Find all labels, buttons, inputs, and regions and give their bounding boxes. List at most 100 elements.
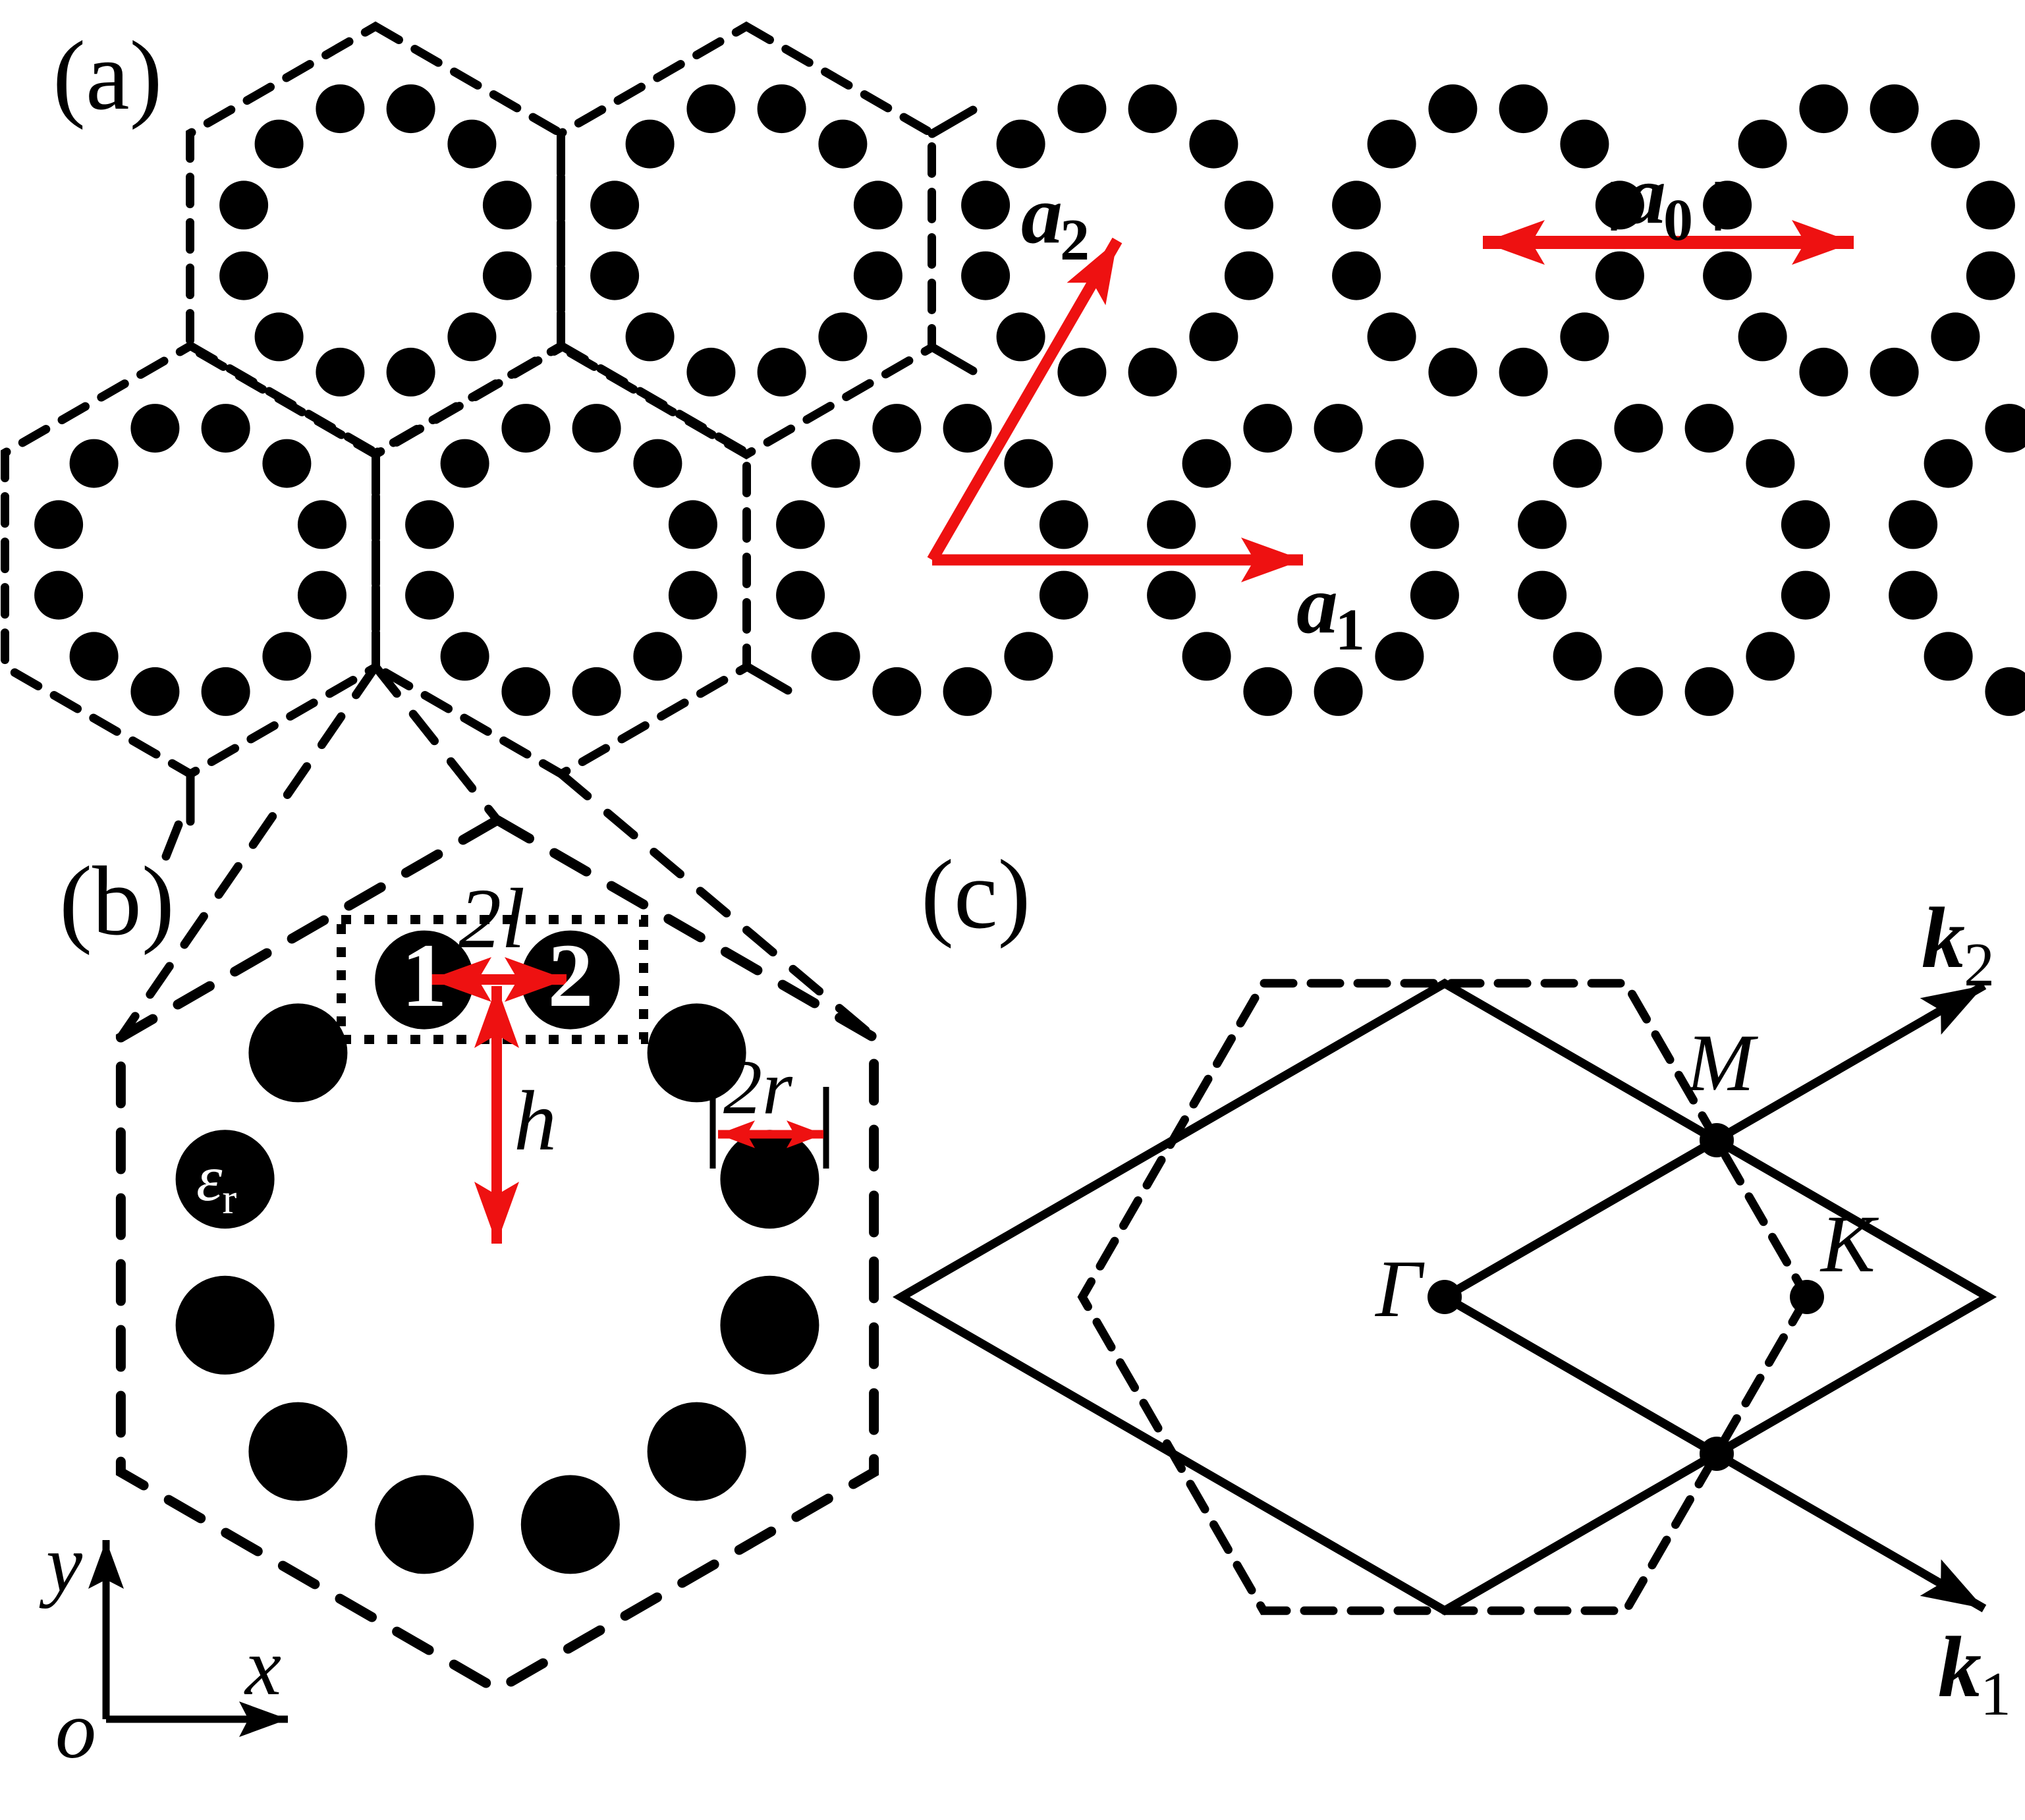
rod-dot [1057,84,1107,134]
rod-dot [1614,667,1663,716]
honeycomb-edge-stub [928,343,978,375]
rod-dot [943,667,992,716]
dielectric-rod [720,1275,819,1375]
rod-dot [130,404,180,453]
rod-dot [1738,119,1787,169]
high-symmetry-point-dot [1700,1437,1734,1471]
rod-dot [1499,84,1548,134]
unit-cell-annotations [161,820,829,1169]
rod-dot [1499,347,1548,397]
rod-dot [1128,347,1177,397]
rod-dot [1560,119,1609,169]
rod-dot [872,667,922,716]
rod-dot [1684,404,1734,453]
rod-dot [201,667,250,716]
rod-dot [1428,84,1478,134]
rod-dot [961,251,1011,300]
dim-2l-label: 2l [458,871,525,966]
rod-dot [447,119,497,169]
rod-dot [818,119,868,169]
panel-c-label: (c) [921,840,1030,949]
rod-dot [572,404,621,453]
rod-dot [811,439,860,488]
rod-dot [1553,439,1602,488]
honeycomb-edge-stub [928,105,978,138]
original-brillouin-zone-hexagon [1077,979,1812,1615]
m-point-label: M [1685,1018,1758,1108]
unit-cell-hexagon-outline [186,21,565,460]
unit-cell-hexagon-outline [372,341,751,779]
lattice-vector-arrows [927,220,1854,582]
rod-dot [34,500,84,549]
rod-dot [201,404,250,453]
dielectric-rod [375,930,474,1030]
rod-dot [1182,439,1231,488]
rod-dot [590,180,640,230]
rod-dot [1870,84,1919,134]
dielectric-rod [248,1003,348,1103]
rod-dot [130,667,180,716]
rod-dot [1703,180,1752,230]
rod-dot [776,570,825,620]
gamma-point-label: Γ [1374,1244,1425,1334]
prime-mark [161,820,183,861]
magnification-connector-lines [116,662,879,1042]
zoom-connector-line [116,662,380,1042]
k2-vector-label: k2 [1922,889,1995,999]
unit-cell-hexagon-outline [557,21,936,460]
dielectric-rod [175,1275,275,1375]
panel-a-label: (a) [53,21,162,130]
rod-dot [69,632,119,681]
rod-dot [1128,84,1177,134]
high-symmetry-point-dot [1700,1123,1734,1157]
primitive-reciprocal-rhombus [1435,1135,1997,1459]
a2-dimension-arrow [927,237,1123,563]
rod-dot [1243,404,1292,453]
rod-dot [1985,404,2025,453]
rod-dot [872,404,922,453]
rod-dot [1518,500,1567,549]
rod-dot [1039,500,1088,549]
panel-b-label: (b) [59,846,175,956]
rod-dot [1367,312,1416,362]
rod-dot [818,312,868,362]
rod-dot [1931,119,1980,169]
honeycomb-edge-stub [742,662,792,695]
rod-dot [69,439,119,488]
rod-dot [1799,84,1848,134]
dielectric-rod [520,930,620,1030]
rod-dot [482,251,532,300]
rod-dot [1410,500,1459,549]
high-symmetry-points [1428,1123,1824,1471]
rod-dot [1375,632,1424,681]
unit-cell-hexagon-outline [1,341,380,779]
rod-dot [757,84,806,134]
dim-2r-label: 2r [723,1044,793,1130]
rod-dot [668,570,717,620]
rod-dot [633,439,682,488]
rod-dot [386,84,435,134]
rod-dot [686,84,736,134]
rod-1-number: 1 [402,925,447,1026]
rod-dot [1684,667,1734,716]
dimension-arrows [430,957,823,1244]
rod-dot [254,312,304,362]
rod-dot [501,404,551,453]
rod-dot [1746,632,1795,681]
rod-dot [1553,632,1602,681]
rod-dot [501,667,551,716]
rod-dot [668,500,717,549]
high-symmetry-point-dot [1790,1280,1824,1314]
rod-dot [262,439,312,488]
rod-dot [1182,632,1231,681]
rod-dot [1889,570,1938,620]
k1-vector-label: k1 [1938,1618,2011,1728]
rod-dot [1560,312,1609,362]
rod-dot [1147,500,1196,549]
rod-dot [1924,632,1973,681]
rod-dot [386,347,435,397]
rod-dot [1595,180,1644,230]
rod-pair-box [337,915,648,1044]
rod-dot [440,632,489,681]
